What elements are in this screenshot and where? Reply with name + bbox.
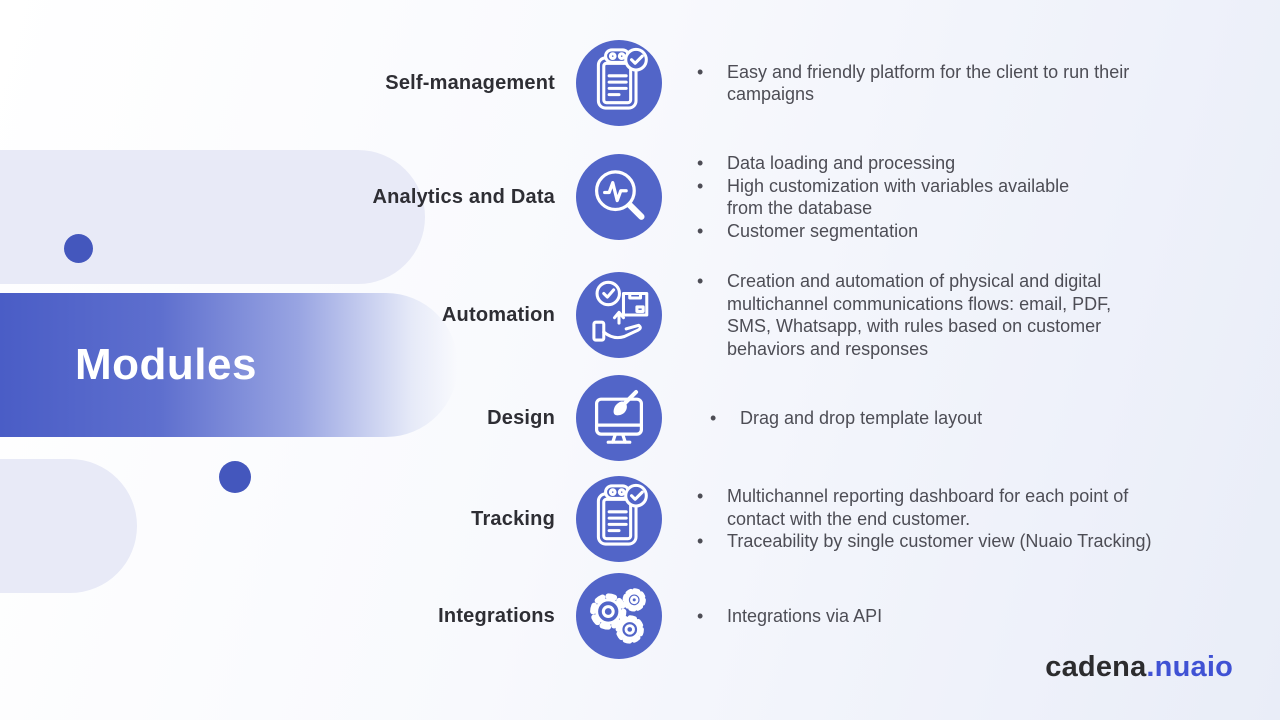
module-icon-circle (576, 154, 662, 240)
decorative-dot (219, 461, 251, 493)
bullet-item: Drag and drop template layout (708, 407, 1253, 430)
module-row-analytics-and-data: Analytics and Data Data loading and proc… (0, 137, 1280, 257)
module-bullets: Easy and friendly platform for the clien… (695, 61, 1240, 106)
hand-delivery-check-icon (592, 280, 649, 342)
module-row-tracking: Tracking Multichannel reporting dashboar… (0, 459, 1280, 579)
bullet-item: Multichannel reporting dashboard for eac… (695, 485, 1240, 530)
module-row-design: Design Drag and drop template layout (0, 358, 1280, 478)
module-bullets: Multichannel reporting dashboard for eac… (695, 485, 1240, 553)
bullet-item: Easy and friendly platform for the clien… (695, 61, 1240, 106)
module-bullets: Integrations via API (695, 605, 1240, 628)
module-label: Analytics and Data (372, 185, 555, 208)
module-row-integrations: Integrations Integrations via API (0, 556, 1280, 676)
clipboard-check-icon (596, 483, 648, 546)
brand-logo-part2: .nuaio (1146, 651, 1233, 683)
background-pill-top (0, 150, 425, 284)
bullet-item: Data loading and processing (695, 152, 1240, 175)
bullet-item: Integrations via API (695, 605, 1240, 628)
background-pill-bottom (0, 459, 137, 593)
module-label: Design (487, 406, 555, 429)
magnifier-pulse-icon (594, 170, 645, 220)
module-label: Integrations (438, 604, 555, 627)
module-icon-circle (576, 476, 662, 562)
bullet-item: Traceability by single customer view (Nu… (695, 530, 1240, 553)
module-icon-circle (576, 272, 662, 358)
bullet-item: Creation and automation of physical and … (695, 270, 1240, 360)
decorative-dot (64, 234, 93, 263)
monitor-brush-icon (594, 389, 644, 444)
bullet-item: High customization with variables availa… (695, 175, 1240, 220)
module-label: Self-management (385, 71, 555, 94)
module-label: Automation (441, 303, 555, 326)
brand-logo: cadena.nuaio (1045, 651, 1233, 684)
module-bullets: Creation and automation of physical and … (695, 270, 1240, 360)
brand-logo-part1: cadena (1045, 651, 1147, 683)
clipboard-check-icon (596, 47, 648, 110)
module-bullets: Drag and drop template layout (708, 407, 1253, 430)
gears-icon (590, 588, 646, 644)
title-bar: Modules (0, 293, 458, 437)
module-row-self-management: Self-management Easy and friendly platfo… (0, 23, 1280, 143)
module-label: Tracking (471, 507, 555, 530)
bullet-item: Customer segmentation (695, 220, 1240, 243)
module-icon-circle (576, 40, 662, 126)
module-bullets: Data loading and processingHigh customiz… (695, 152, 1240, 242)
module-icon-circle (576, 573, 662, 659)
page-title: Modules (75, 340, 257, 389)
module-row-automation: Automation Creation and automation of ph… (0, 255, 1280, 375)
module-icon-circle (576, 375, 662, 461)
